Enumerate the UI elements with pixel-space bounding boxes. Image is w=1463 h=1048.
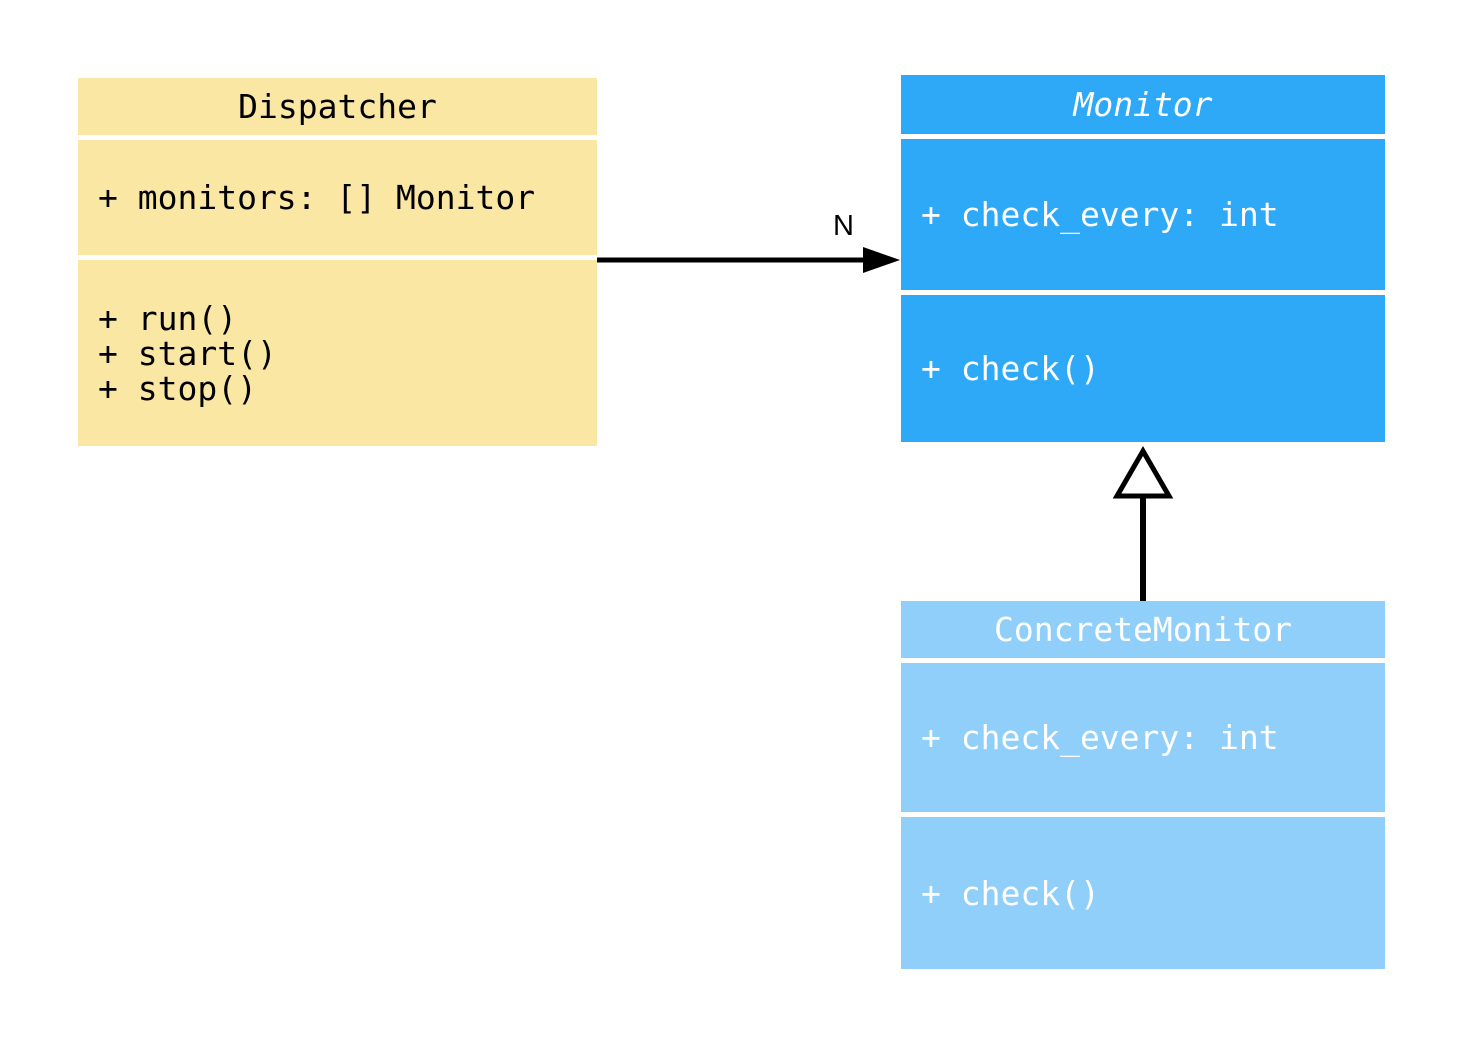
class-concrete-monitor-title: ConcreteMonitor: [901, 601, 1385, 658]
method-item: + check(): [921, 349, 1100, 388]
filled-arrowhead-icon: [863, 247, 900, 273]
class-dispatcher-title: Dispatcher: [78, 78, 597, 135]
class-monitor-methods-section: + check(): [901, 295, 1385, 442]
method-item: + start(): [98, 333, 277, 373]
class-concrete-monitor-methods-section: + check(): [901, 817, 1385, 969]
multiplicity-label: N: [833, 210, 854, 242]
class-monitor-title: Monitor: [901, 75, 1385, 134]
class-dispatcher-attributes-section: + monitors: [] Monitor: [78, 140, 597, 255]
class-dispatcher-methods-section: + run() + start() + stop(): [78, 260, 597, 446]
association-arrow: [597, 247, 900, 273]
method-item: + stop(): [98, 368, 257, 408]
hollow-triangle-icon: [1112, 446, 1174, 499]
class-monitor-attributes-section: + check_every: int: [901, 139, 1385, 290]
attribute-item: + monitors: [] Monitor: [98, 178, 536, 217]
inheritance-arrow: [1112, 446, 1174, 601]
attribute-item: + check_every: int: [921, 718, 1279, 757]
attribute-item: + check_every: int: [921, 195, 1279, 234]
method-item: + run(): [98, 298, 238, 338]
class-dispatcher: Dispatcher + monitors: [] Monitor + run(…: [78, 78, 597, 446]
method-item: + check(): [921, 873, 1100, 913]
class-monitor: Monitor + check_every: int + check(): [901, 75, 1385, 442]
class-concrete-monitor: ConcreteMonitor + check_every: int + che…: [901, 601, 1385, 969]
class-concrete-monitor-attributes-section: + check_every: int: [901, 663, 1385, 812]
